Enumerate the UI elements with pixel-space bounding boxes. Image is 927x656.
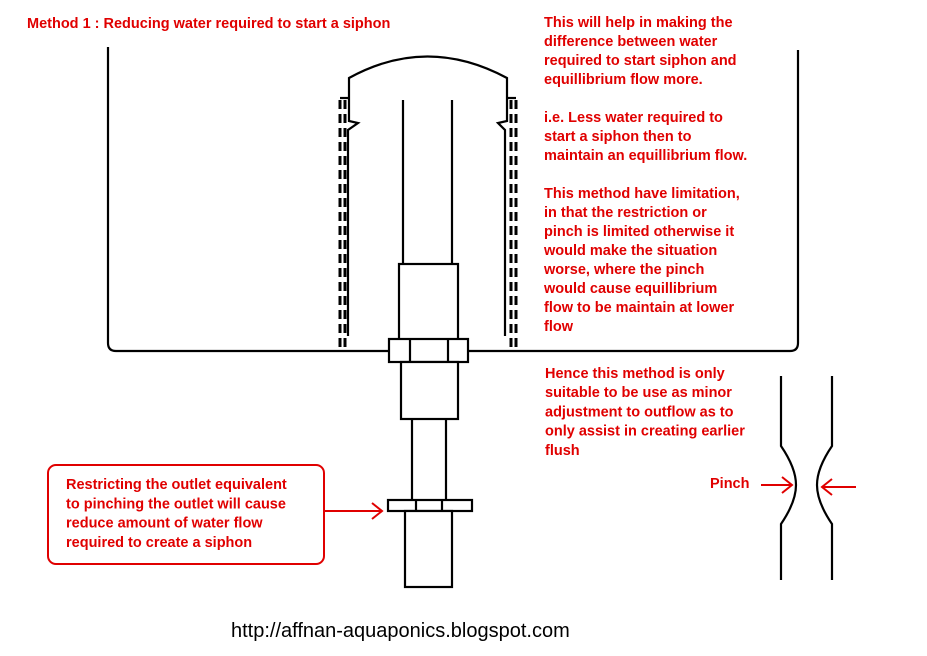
callout-lines-line: required to create a siphon — [66, 535, 252, 551]
callout-box — [47, 464, 325, 565]
right-notes-line: start a siphon then to — [544, 129, 692, 145]
right-notes-line: difference between water — [544, 34, 718, 50]
right-notes-line: required to start siphon and — [544, 53, 737, 69]
hence-notes-line: Hence this method is only — [545, 366, 725, 382]
callout-lines-line: Restricting the outlet equivalent — [66, 477, 287, 493]
standpipe — [397, 100, 460, 342]
right-notes-line: equillibrium flow more. — [544, 72, 703, 88]
right-notes-line: in that the restriction or — [544, 205, 707, 221]
right-notes-line: This method have limitation, — [544, 186, 740, 202]
right-notes-line: flow to be maintain at lower — [544, 300, 734, 316]
pinch-arrow-left — [761, 476, 794, 494]
media-guard — [338, 96, 518, 352]
right-notes-line: This will help in making the — [544, 15, 733, 31]
bulkhead-fitting — [387, 337, 470, 421]
diagram-title: Method 1 : Reducing water required to st… — [27, 16, 390, 32]
callout-lines-line: to pinching the outlet will cause — [66, 496, 286, 512]
right-notes-line: pinch is limited otherwise it — [544, 224, 734, 240]
hence-notes: Hence this method is only suitable to be … — [545, 366, 745, 459]
hence-notes-line: only assist in creating earlier — [545, 424, 745, 440]
pinch-arrow-right — [820, 478, 856, 496]
bell-cap — [346, 55, 509, 336]
right-notes-line: i.e. Less water required to — [544, 110, 723, 126]
right-notes-line: maintain an equillibrium flow. — [544, 148, 747, 164]
hence-notes-line: adjustment to outflow as to — [545, 404, 734, 420]
callout-arrow — [324, 502, 384, 520]
right-notes-line: flow — [544, 319, 574, 335]
right-notes: This will help in making the difference b… — [543, 15, 747, 335]
pinch-illustration — [779, 376, 834, 580]
right-notes-line: would make the situation — [543, 243, 717, 259]
outlet-pipe — [386, 419, 474, 589]
callout-text: Restricting the outlet equivalent to pinc… — [66, 477, 287, 551]
right-notes-line: worse, where the pinch — [543, 262, 704, 278]
right-notes-line: would cause equillibrium — [543, 281, 717, 297]
source-url: http://affnan-aquaponics.blogspot.com — [231, 620, 570, 642]
pinch-label: Pinch — [710, 476, 749, 492]
hence-notes-line: flush — [545, 443, 580, 459]
hence-notes-line: suitable to be use as minor — [545, 385, 732, 401]
callout-lines-line: reduce amount of water flow — [66, 516, 263, 532]
